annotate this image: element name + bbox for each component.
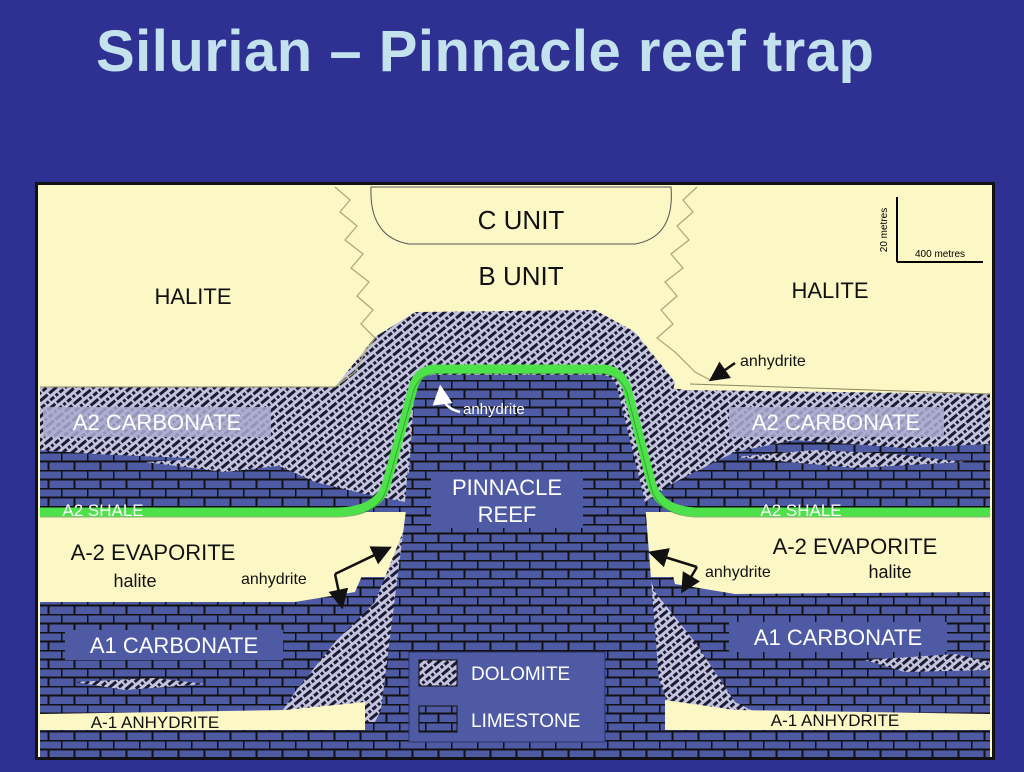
- a2-shale-shadow: [40, 373, 990, 518]
- anhydrite-upper-right-arrow: [708, 361, 736, 382]
- legend-limestone-swatch: [418, 705, 458, 733]
- b-unit-boundary-right: [655, 186, 711, 381]
- a1-anhydrite-right-label: A-1 ANHYDRITE: [771, 711, 899, 730]
- scale-horizontal-label: 400 metres: [915, 249, 965, 260]
- c-unit-body: [370, 186, 672, 245]
- a1-dolomite-flank-right: [627, 512, 775, 722]
- halite-right-label: HALITE: [791, 278, 868, 303]
- b-unit-label: B UNIT: [478, 261, 563, 291]
- pinnacle-reef-label-line1: PINNACLE: [452, 475, 562, 500]
- dolomite-lens: [735, 450, 965, 468]
- a2-carbonate-left-label: A2 CARBONATE: [73, 410, 241, 435]
- anhydrite-lower-left-arrow-down: [328, 573, 349, 610]
- a2-evaporite-right-label: A-2 EVAPORITE: [773, 534, 938, 559]
- a2-carbonate-right-box: [729, 407, 944, 437]
- reef-top-anhydrite: anhydrite: [432, 384, 525, 418]
- a2-evaporite-right: [660, 522, 990, 594]
- scale-vertical-label: 20 metres: [879, 208, 890, 252]
- a2-shale-right-label: A2 SHALE: [760, 501, 841, 520]
- halite-left-label: HALITE: [154, 284, 231, 309]
- a1-anhydrite-left: [40, 702, 365, 730]
- halite-lower-left-label: halite: [113, 571, 156, 591]
- anhydrite-lower-right-arrow-up: [647, 548, 698, 569]
- a2-carbonate-left-box: [43, 407, 271, 437]
- legend: DOLOMITE LIMESTONE: [408, 651, 606, 743]
- dolomite-lens: [75, 678, 205, 690]
- a1-dolomite-flank-left: [275, 502, 415, 722]
- anhydrite-lower-right-label: anhydrite: [705, 564, 771, 581]
- a1-carbonate-right-box: [729, 622, 947, 652]
- anhydrite-lower-left-arrow-up: [334, 546, 392, 576]
- a1-carbonate-left-label: A1 CARBONATE: [90, 633, 258, 658]
- pinnacle-reef-cross-section: 20 metres 400 metres C UNIT B UNIT HALIT…: [35, 182, 995, 760]
- a2-evaporite-left: [40, 518, 385, 602]
- a1-carbonate-left-box: [65, 630, 283, 660]
- legend-dolomite-label: DOLOMITE: [471, 664, 570, 685]
- anhydrite-lower-right-arrow-down: [681, 566, 701, 594]
- b-unit-boundary-left: [334, 186, 376, 388]
- a1-anhydrite-right: [665, 700, 990, 730]
- halite-lower-right-label: halite: [868, 562, 911, 582]
- dolomite-lens: [865, 654, 990, 672]
- a2-carbonate-right-label: A2 CARBONATE: [752, 410, 920, 435]
- a1-carbonate-right-label: A1 CARBONATE: [754, 625, 922, 650]
- slide-title: Silurian – Pinnacle reef trap: [96, 19, 875, 84]
- anhydrite-lower-left-label: anhydrite: [241, 571, 307, 588]
- legend-limestone-label: LIMESTONE: [471, 711, 580, 732]
- a2-shale-band: [40, 364, 990, 517]
- scale-bar: 20 metres 400 metres: [879, 197, 983, 263]
- halite-base-line-right: [689, 383, 991, 395]
- anhydrite-upper-right-label: anhydrite: [740, 353, 806, 370]
- c-unit-label: C UNIT: [478, 205, 565, 235]
- pinnacle-reef-label-box: [431, 472, 583, 528]
- pinnacle-reef-label-line2: REEF: [478, 502, 537, 527]
- a2-shale-left-label: A2 SHALE: [62, 501, 143, 520]
- anhydrite-reef-top-label: anhydrite: [463, 401, 525, 418]
- diagram-border: [35, 182, 995, 760]
- dolomite-lens: [145, 457, 295, 472]
- a2-evaporite-left-label: A-2 EVAPORITE: [71, 540, 236, 565]
- legend-dolomite-swatch: [418, 659, 458, 687]
- a1-anhydrite-left-label: A-1 ANHYDRITE: [91, 713, 219, 732]
